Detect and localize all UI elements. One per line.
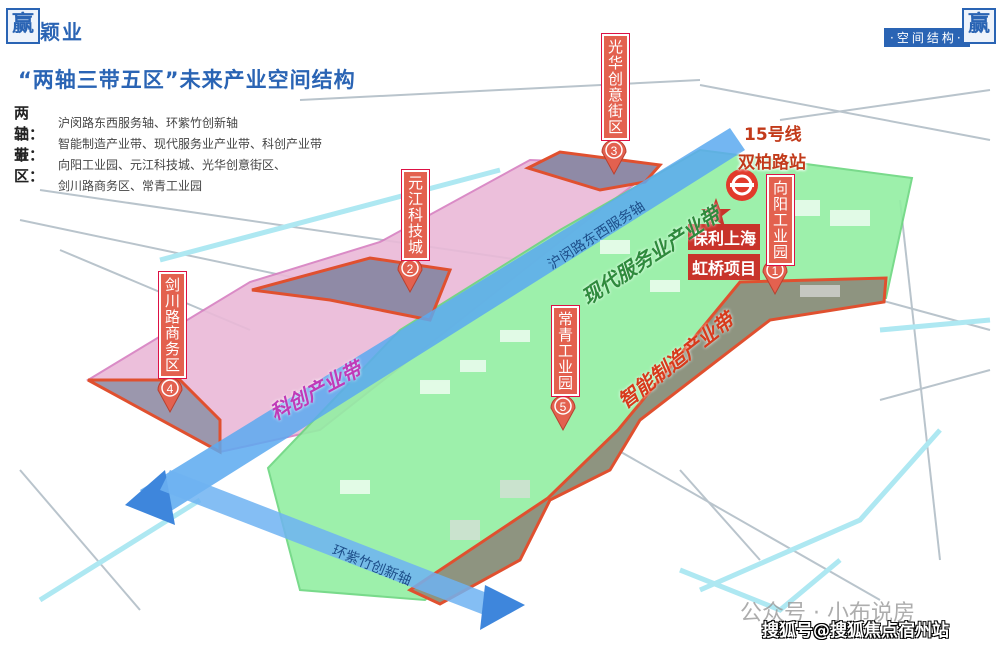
legend-row-zones-cont: 剑川路商务区、常青工业园 bbox=[14, 175, 322, 196]
zone-number: 1 bbox=[772, 264, 779, 278]
zone-number: 3 bbox=[611, 144, 618, 158]
legend-row-zones: 五区： 向阳工业园、元江科技城、光华创意街区、 bbox=[14, 146, 322, 185]
zone-number: 4 bbox=[167, 382, 174, 396]
zone-label-changqing: 常青工业园 bbox=[552, 306, 579, 396]
sohu-watermark: 搜狐号@搜狐焦点宿州站 bbox=[762, 621, 949, 641]
zone-4-area bbox=[87, 378, 222, 455]
project-star-icon bbox=[701, 198, 731, 227]
legend-value: 向阳工业园、元江科技城、光华创意街区、 bbox=[58, 158, 287, 172]
section-tag: ·空间结构· bbox=[884, 28, 970, 47]
zone-marker-3: 3 bbox=[601, 139, 627, 176]
zone-marker-2: 2 bbox=[397, 257, 423, 294]
map-pin-icon bbox=[157, 377, 183, 414]
project-name-line1: 保利上海 bbox=[688, 224, 761, 250]
legend: 两轴： 沪闵路东西服务轴、环紫竹创新轴 三带： 智能制造产业带、现代服务业产业带、科… bbox=[14, 104, 323, 196]
pin-ring bbox=[401, 259, 419, 277]
pin-ring bbox=[554, 397, 572, 415]
zone-label-yuanjiang: 元江科技城 bbox=[402, 170, 429, 260]
zone-label-jianchuan: 剑川路商务区 bbox=[159, 272, 186, 378]
legend-value: 智能制造产业带、现代服务业产业带、科创产业带 bbox=[58, 137, 323, 151]
page-title: “两轴三带五区”未来产业空间结构 bbox=[18, 68, 356, 92]
legend-value: 剑川路商务区、常青工业园 bbox=[58, 179, 203, 193]
river-network bbox=[38, 167, 991, 613]
metro-line-label: 15号线 bbox=[744, 125, 802, 145]
zone-marker-4: 4 bbox=[157, 377, 183, 414]
map-pin-icon bbox=[550, 395, 576, 432]
zone-label-xiangyang: 向阳工业园 bbox=[767, 175, 794, 265]
building-blocks bbox=[340, 200, 870, 494]
project-name-line2: 虹桥项目 bbox=[688, 254, 761, 280]
pin-ring bbox=[605, 141, 623, 159]
brand-logo-right: 赢 bbox=[962, 8, 996, 44]
legend-value: 沪闵路东西服务轴、环紫竹创新轴 bbox=[58, 116, 239, 130]
humin-axis-arrow bbox=[125, 470, 175, 525]
metro-icon bbox=[726, 169, 758, 201]
metro-station-label: 双柏路站 bbox=[738, 153, 806, 173]
wechat-watermark: 公众号 · 小布说房 bbox=[740, 601, 915, 626]
legend-key: 三带： bbox=[14, 124, 45, 164]
legend-key: 两轴： bbox=[14, 103, 45, 143]
humin-axis-band bbox=[140, 128, 745, 518]
manufacturing-belt-zone bbox=[406, 276, 888, 606]
zone-label-guanghua: 光华创意街区 bbox=[602, 34, 629, 140]
zizhu-axis-band bbox=[160, 470, 500, 618]
legend-key: 五区： bbox=[14, 145, 45, 185]
zone-number: 5 bbox=[560, 400, 567, 414]
legend-row-belts: 三带： 智能制造产业带、现代服务业产业带、科创产业带 bbox=[14, 125, 323, 164]
brand-name: 颖业 bbox=[40, 20, 84, 44]
zone-3-area bbox=[523, 150, 663, 192]
road-network bbox=[19, 79, 991, 611]
zone-number: 2 bbox=[407, 262, 414, 276]
brand-logo: 赢 bbox=[6, 8, 40, 44]
map-pin-icon bbox=[601, 139, 627, 176]
zone-marker-5: 5 bbox=[550, 395, 576, 432]
zizhu-axis-arrow bbox=[480, 585, 525, 630]
factory-blocks bbox=[450, 285, 840, 540]
pin-ring bbox=[161, 379, 179, 397]
legend-row-axes: 两轴： 沪闵路东西服务轴、环紫竹创新轴 bbox=[14, 104, 322, 143]
